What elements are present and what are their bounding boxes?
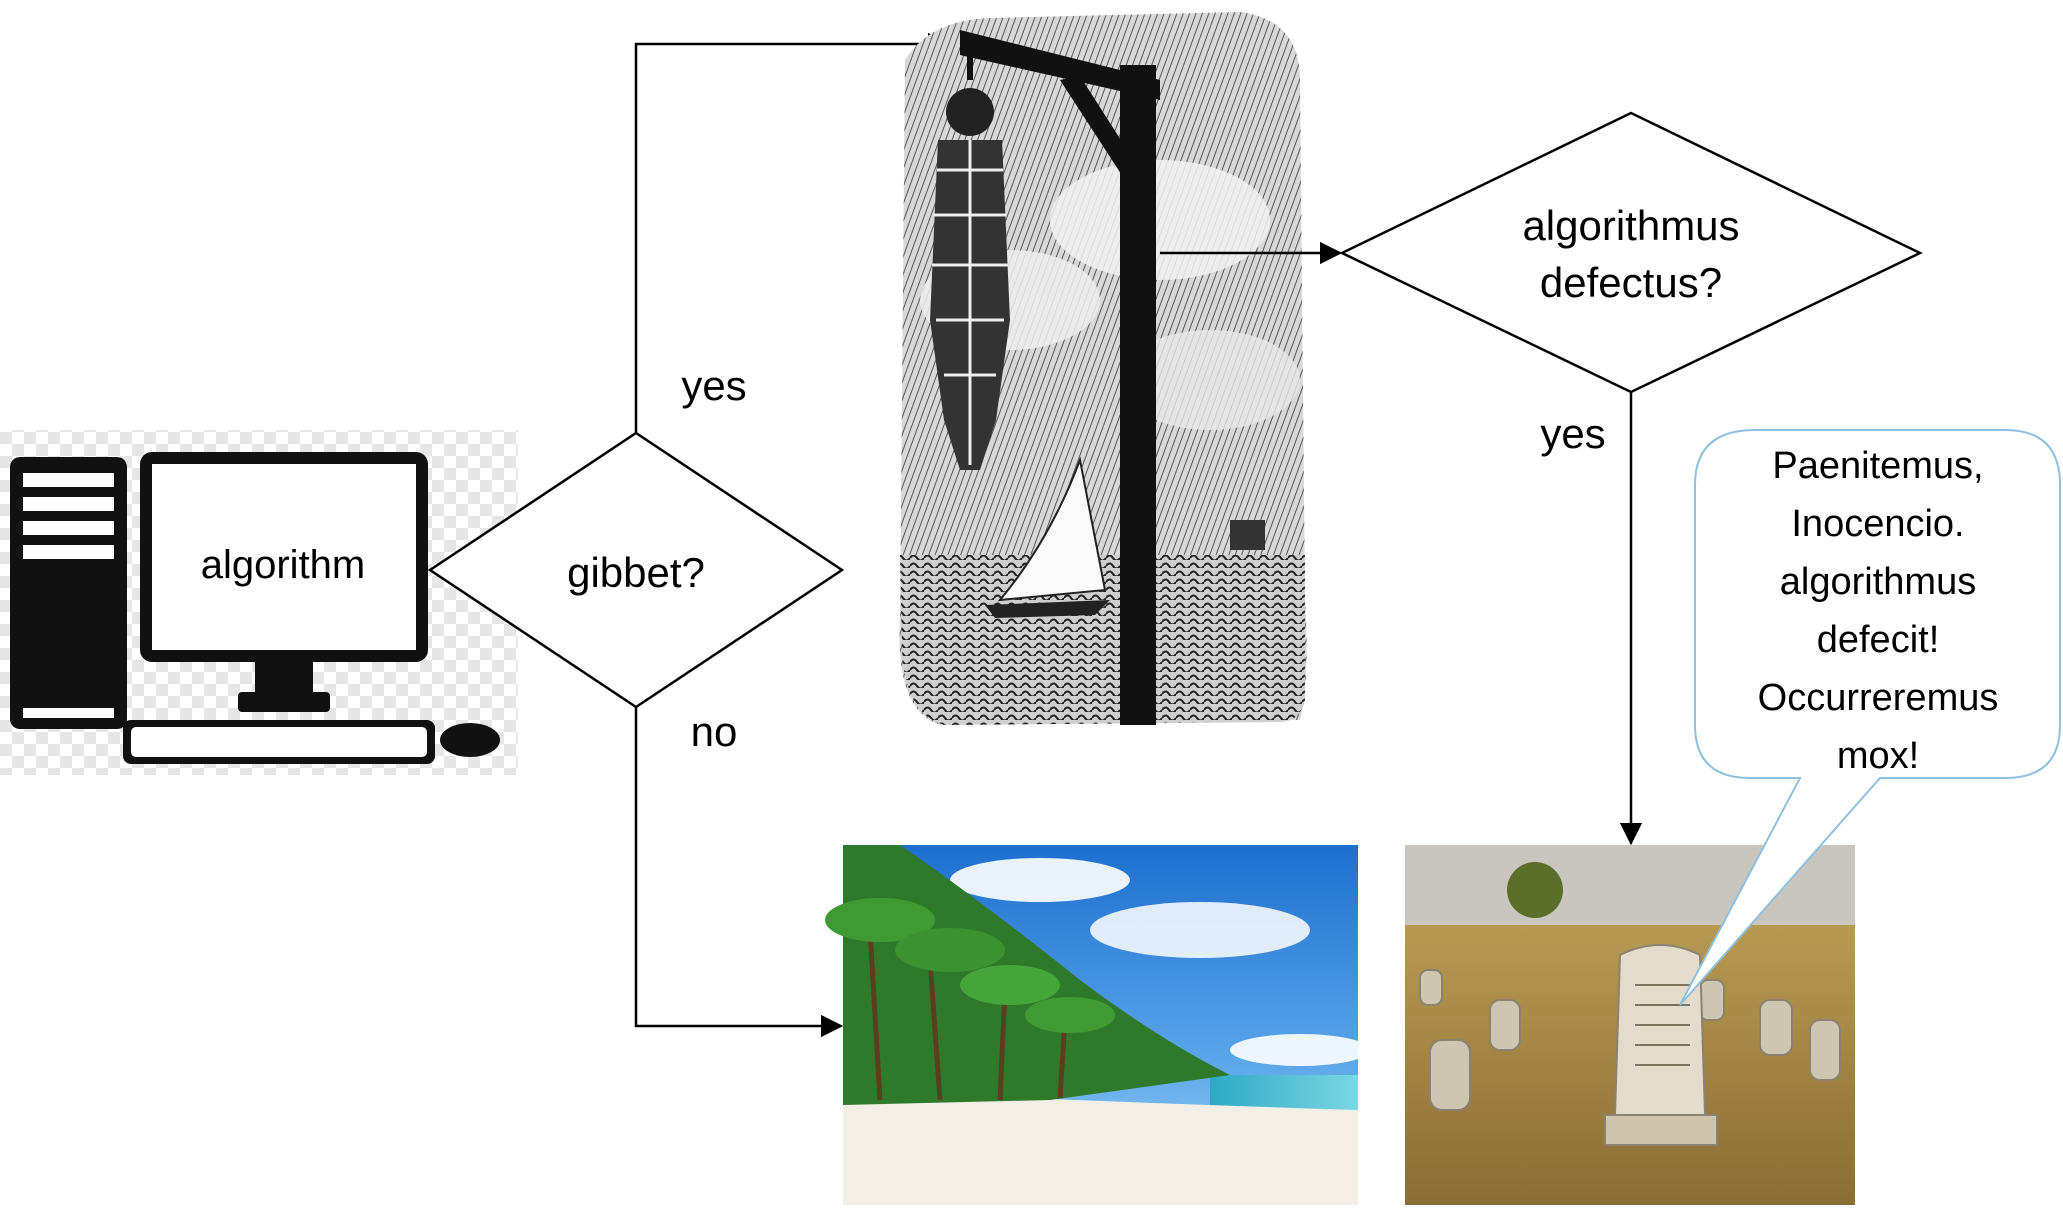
speech-line-5: Occurreremus [1758,677,1999,719]
beach-photo-image [825,845,1370,1205]
speech-line-3: algorithmus [1780,561,1976,603]
speech-line-2: Inocencio. [1791,503,1964,545]
decision-gibbet-diamond [427,431,845,709]
speech-bubble-text: Paenitemus, Inocencio. algorithmus defec… [1758,445,1999,777]
no-label-1: no [691,708,738,755]
speech-bubble [1679,429,2061,1006]
decision-defectus-diamond [1339,111,1923,394]
speech-line-1: Paenitemus, [1772,445,1983,487]
yes-label-2: yes [1540,410,1605,457]
connector-yes-gibbet [634,32,951,433]
connector-no-beach [634,707,844,1038]
speech-line-4: defecit! [1817,619,1940,661]
computer-label: algorithm [201,543,366,587]
computer-icon [0,430,518,775]
decision-gibbet-label: gibbet? [567,549,705,596]
decision-defectus-line-1: algorithmus [1522,202,1739,249]
gibbet-engraving-image [899,12,1307,725]
decision-defectus-line-2: defectus? [1540,259,1722,306]
graveyard-photo-image [1405,845,1855,1205]
yes-label-1: yes [681,362,746,409]
speech-line-6: mox! [1837,735,1919,777]
